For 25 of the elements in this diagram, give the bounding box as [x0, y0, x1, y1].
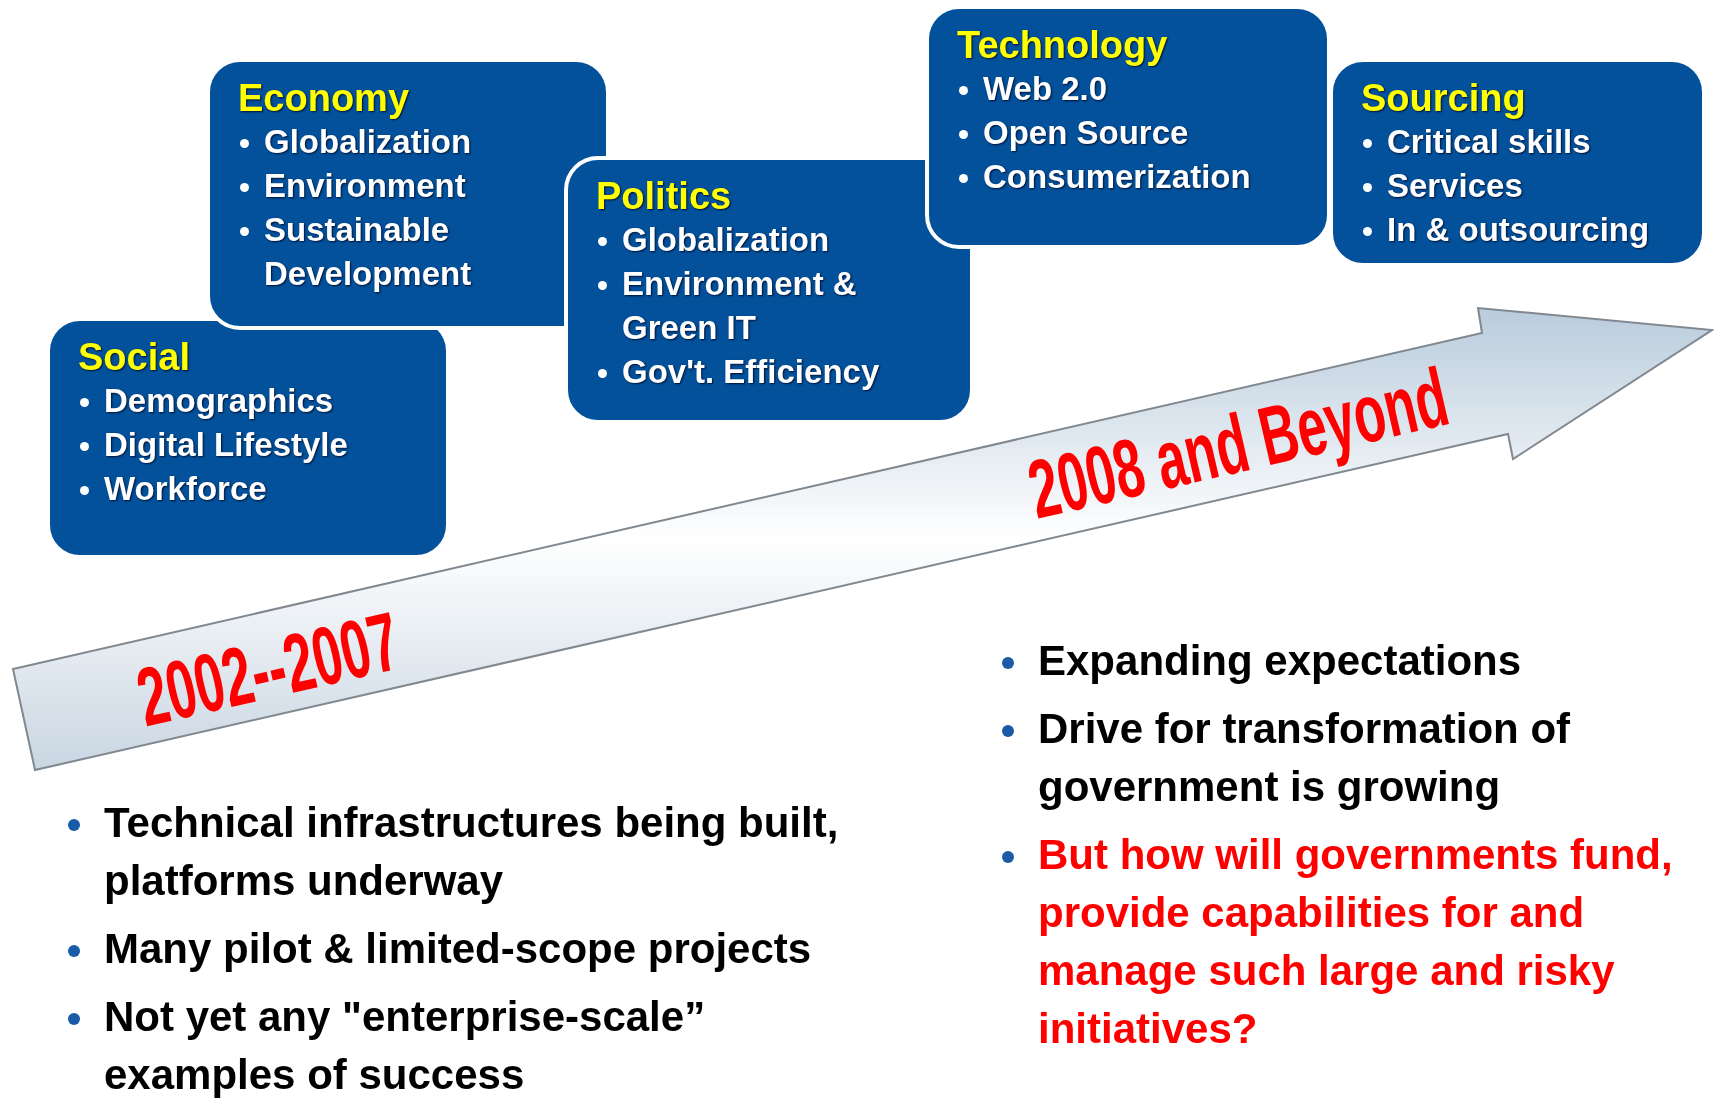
bullet-item: Services: [1361, 164, 1682, 208]
box-heading: Politics: [596, 174, 732, 218]
bullet-item: Open Source: [957, 111, 1307, 155]
box-heading: Economy: [238, 76, 410, 120]
bullet-item: Gov't. Efficiency: [596, 350, 950, 394]
bullet-item: Environment & Green IT: [596, 262, 950, 350]
bullet-point: Drive for transformation of government is growing: [1000, 700, 1700, 816]
bullet-point: Many pilot & limited-scope projects: [66, 920, 846, 978]
bullet-item: In & outsourcing: [1361, 208, 1682, 252]
box-heading: Social: [78, 335, 190, 379]
bullet-point: Not yet any "enterprise-scale” examples of success: [66, 988, 846, 1102]
bullet-point: But how will governments fund, provide capabilities for and manage such large and risky initiatives?: [1000, 826, 1700, 1058]
year-range-label: 2008 and Beyond: [1019, 349, 1457, 537]
bullet-item: Workforce: [78, 467, 426, 511]
bullet-item: Critical skills: [1361, 120, 1682, 164]
bullet-item: Globalization: [238, 120, 586, 164]
bullet-point: Expanding expectations: [1000, 632, 1700, 690]
box-heading: Sourcing: [1361, 76, 1526, 120]
bullet-item: Web 2.0: [957, 67, 1307, 111]
bullet-point: Technical infrastructures being built, platforms underway: [66, 794, 846, 910]
box-heading: Technology: [957, 23, 1168, 67]
bullet-item: Consumerization: [957, 155, 1307, 199]
bullet-item: Digital Lifestyle: [78, 423, 426, 467]
year-range-label: 2002--2007: [128, 593, 408, 745]
bullet-item: Demographics: [78, 379, 426, 423]
